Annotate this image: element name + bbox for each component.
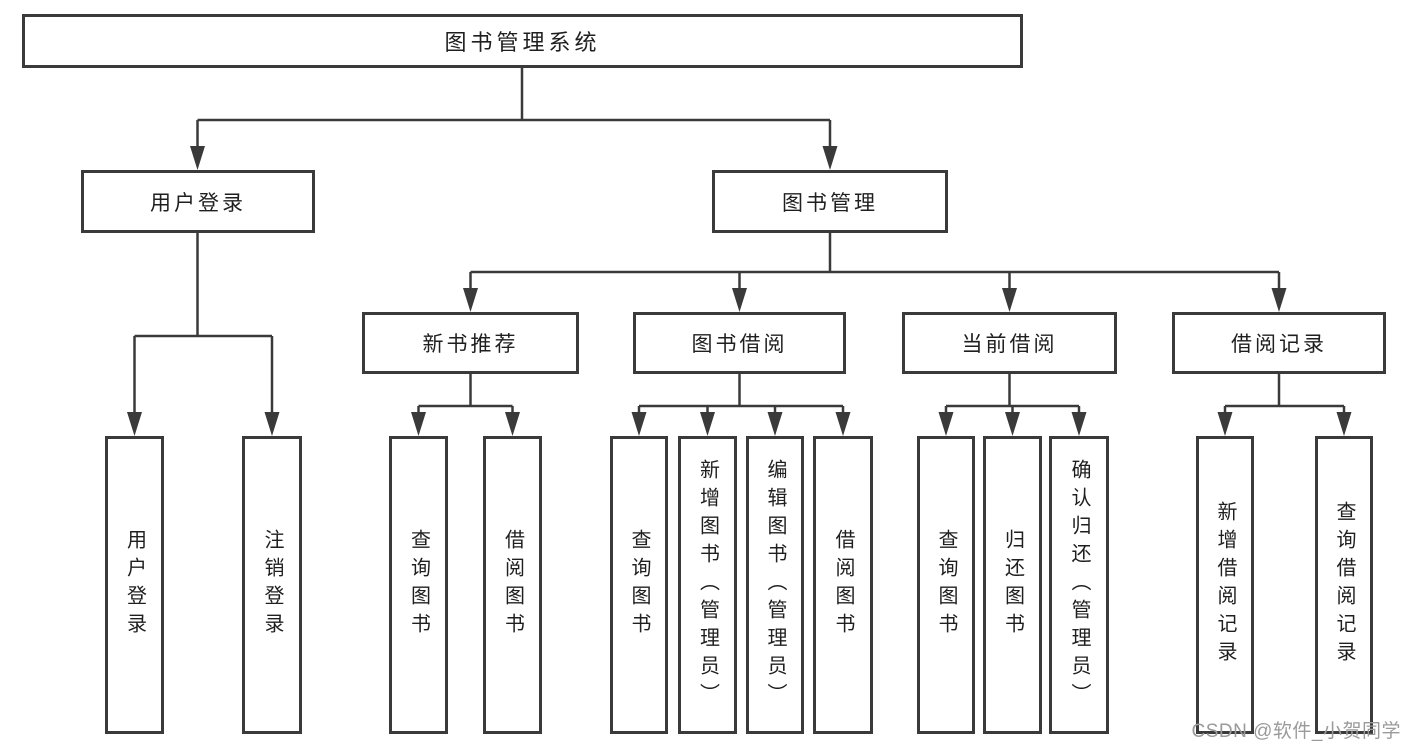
leaf-newbook-borrow-book: 借阅图书 xyxy=(483,436,542,734)
leaf-record-add-record: 新增借阅记录 xyxy=(1196,436,1254,734)
node-new-book-recommend: 新书推荐 xyxy=(362,312,579,374)
node-book-management: 图书管理 xyxy=(712,170,948,233)
node-book-borrow: 图书借阅 xyxy=(633,312,846,374)
leaf-newbook-query-book: 查询图书 xyxy=(389,436,448,734)
leaf-user-login: 用户登录 xyxy=(105,436,164,734)
leaf-borrow-edit-book-admin: 编辑图书（管理员） xyxy=(746,436,804,734)
node-current-borrow: 当前借阅 xyxy=(902,312,1117,374)
leaf-logout-login: 注销登录 xyxy=(242,436,302,734)
leaf-current-return-book: 归还图书 xyxy=(983,436,1042,734)
leaf-current-confirm-return-admin: 确认归还（管理员） xyxy=(1049,436,1109,734)
leaf-record-query-record: 查询借阅记录 xyxy=(1315,436,1373,734)
leaf-current-query-book: 查询图书 xyxy=(917,436,975,734)
leaf-borrow-query-book: 查询图书 xyxy=(610,436,668,734)
node-root: 图书管理系统 xyxy=(22,14,1023,68)
node-borrow-record: 借阅记录 xyxy=(1172,312,1386,374)
watermark: CSDN @软件_小贺同学 xyxy=(1191,721,1401,742)
leaf-borrow-add-book-admin: 新增图书（管理员） xyxy=(678,436,737,734)
leaf-borrow-borrow-book: 借阅图书 xyxy=(813,436,873,734)
node-user-login: 用户登录 xyxy=(81,170,315,233)
